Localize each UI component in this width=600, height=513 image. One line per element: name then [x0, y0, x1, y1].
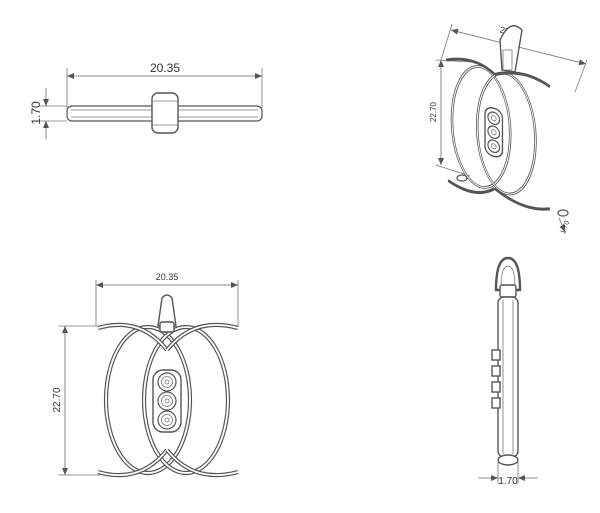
iso-bail — [499, 25, 523, 73]
side-thickness-label: 1.70 — [498, 476, 518, 487]
iso-view: 20.35 22.70 1.70 — [429, 23, 588, 235]
front-bail — [157, 294, 177, 327]
front-width-label: 20.35 — [156, 272, 179, 282]
front-view: 20.35 22.70 — [52, 272, 239, 478]
iso-height-label: 22.70 — [429, 101, 438, 122]
top-width-label: 20.35 — [150, 61, 180, 75]
front-stones — [157, 372, 177, 430]
side-view: 1.70 — [478, 256, 538, 487]
iso-depth-label: 1.70 — [560, 220, 571, 235]
top-height-label: 1.70 — [29, 101, 43, 125]
side-body — [497, 296, 519, 458]
top-bail — [151, 92, 179, 134]
front-height-label: 22.70 — [52, 387, 63, 412]
top-view: 20.35 1.70 — [29, 61, 263, 139]
front-stone-setting — [152, 369, 182, 433]
side-bail — [494, 256, 522, 292]
